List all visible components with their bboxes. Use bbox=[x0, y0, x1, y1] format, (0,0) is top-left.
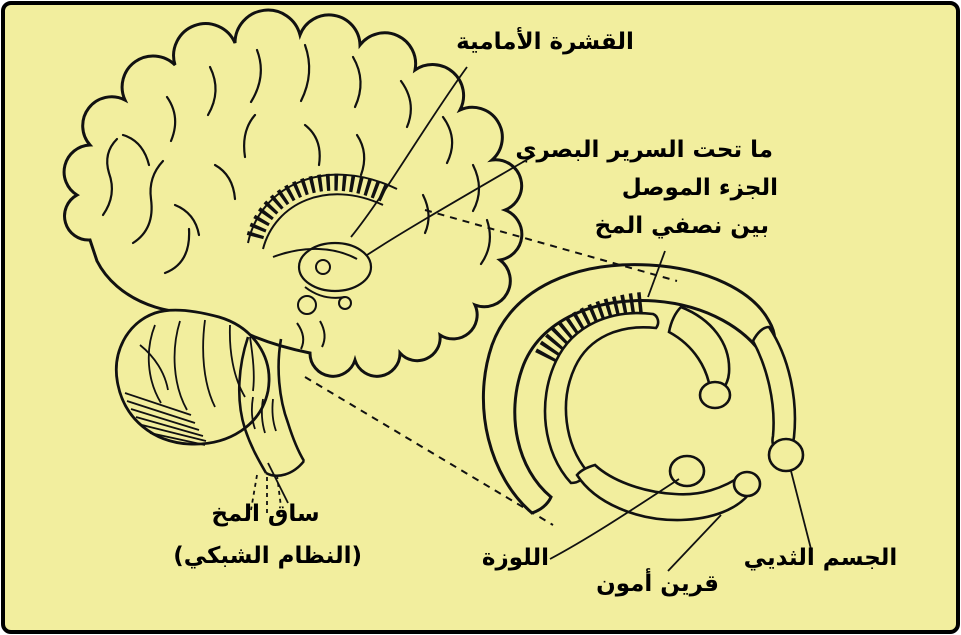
cerebellum-striations bbox=[124, 392, 207, 446]
hippocampus-tail bbox=[575, 463, 754, 522]
brain-diagram-artwork bbox=[62, 8, 812, 572]
label-hypothalamus: ما تحت السرير البصري bbox=[515, 137, 773, 163]
gyri-lines bbox=[101, 43, 492, 275]
mammillary-stalk bbox=[751, 325, 797, 454]
leader-hypothalamus bbox=[366, 154, 536, 256]
pons-striations bbox=[250, 396, 277, 434]
leader-lines bbox=[267, 66, 812, 572]
cerebrum-outline bbox=[62, 8, 524, 378]
label-mammillary-body: الجسم الثديي bbox=[743, 545, 898, 571]
cerebellum-folia-lines bbox=[139, 319, 255, 411]
leader-brainstem bbox=[267, 462, 289, 504]
projection-lines bbox=[304, 209, 678, 526]
cerebellum-outline bbox=[115, 308, 271, 446]
brainstem-tail-lines bbox=[250, 474, 282, 513]
limbic-system-illustration bbox=[481, 263, 805, 522]
label-reticular-system: (النظام الشبكي) bbox=[173, 543, 362, 569]
mammillary-body-bulb bbox=[767, 437, 805, 473]
fornix-column-bulb bbox=[698, 380, 732, 410]
leader-amygdala bbox=[549, 478, 680, 560]
leader-corpus-callosum bbox=[647, 250, 666, 298]
fornix-arc bbox=[543, 311, 660, 485]
hypothalamus-nucleus bbox=[297, 295, 317, 315]
label-corpus-callosum-line2: بين نصفي المخ bbox=[594, 213, 769, 239]
label-amygdala: اللوزة bbox=[481, 545, 550, 571]
label-brainstem: ساق المخ bbox=[211, 501, 320, 527]
corpus-callosum-edge-bottom bbox=[262, 193, 384, 250]
label-frontal-cortex: القشرة الأمامية bbox=[456, 29, 634, 55]
label-hippocampus: قرين أمون bbox=[596, 571, 719, 597]
midbrain-line-2 bbox=[319, 320, 326, 348]
leader-hippocampus bbox=[667, 514, 722, 572]
thalamus-outline bbox=[297, 241, 373, 293]
limbic-ring-outline bbox=[481, 263, 777, 515]
brainstem-outline bbox=[237, 336, 306, 477]
leader-mammillary-body bbox=[790, 470, 812, 550]
thalamic-nucleus bbox=[315, 259, 331, 275]
projection-line-lower bbox=[304, 376, 554, 526]
brain-illustration bbox=[62, 8, 524, 513]
midbrain-line-1 bbox=[296, 322, 305, 350]
leader-frontal-cortex bbox=[350, 66, 468, 238]
corpus-callosum-edge-top bbox=[247, 173, 398, 244]
fornix-curve bbox=[272, 248, 358, 260]
hypothalamic-curve bbox=[304, 286, 346, 299]
corpus-callosum-band bbox=[246, 173, 391, 240]
hippocampus-end-bulb bbox=[732, 470, 762, 498]
projection-line-upper bbox=[424, 209, 678, 282]
label-corpus-callosum-line1: الجزء الموصل bbox=[621, 175, 778, 201]
